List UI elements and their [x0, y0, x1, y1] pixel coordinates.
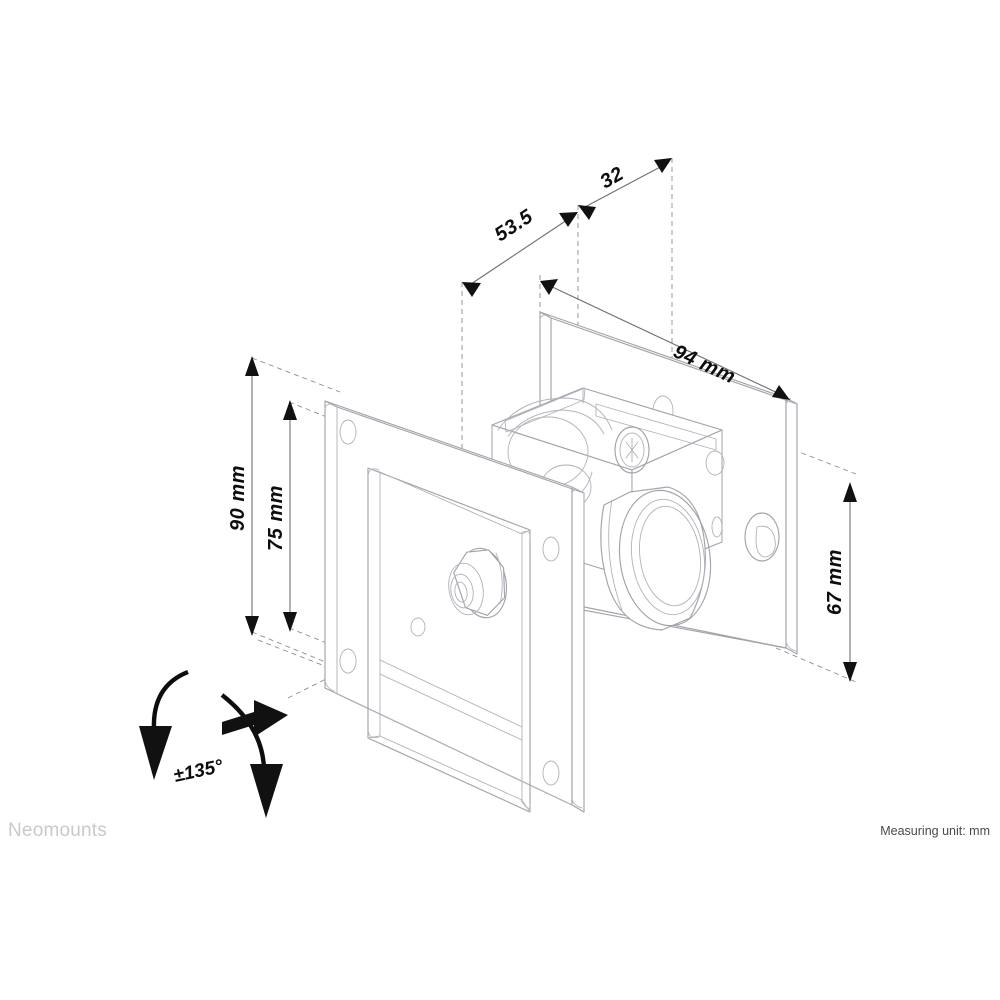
brand-logo: Neomounts: [8, 820, 107, 841]
vesa-hole-top-left: [339, 419, 357, 445]
bolt-flange-edge: [495, 552, 503, 605]
dim-75-arrow-top: [283, 400, 297, 420]
ext-line-67-bottom: [775, 647, 857, 683]
screw-head-inner: [619, 432, 645, 468]
wall-plate-corner-tl: [539, 314, 550, 321]
vesa-boss-corner-ties: [367, 467, 531, 813]
housing-rail-right: [595, 403, 717, 451]
dim-53-5-arrow-left: [462, 282, 481, 297]
screw-head-outline: [614, 426, 650, 474]
dim-67-arrow-bottom: [843, 662, 857, 682]
connecting-arm: [571, 486, 585, 561]
rotation-hub: [600, 486, 712, 631]
dim-75-label: 75 mm: [265, 485, 287, 551]
dim-32-label: 32: [597, 163, 628, 194]
vesa-hole-bottom-right: [542, 760, 560, 786]
hub-outer-rim: [618, 489, 712, 627]
rotation-curve-right: [220, 693, 267, 769]
dim-75-arrow-bottom: [283, 612, 297, 632]
vesa-corner-tl: [324, 403, 335, 410]
rotation-arrow-left-head: [139, 726, 172, 780]
housing-boss-lower: [711, 516, 723, 538]
arm-tie-top: [571, 486, 585, 494]
dim-53-5-label: 53.5: [491, 205, 538, 246]
hub-back-edge: [608, 499, 623, 611]
hub-face: [639, 505, 701, 607]
screw-cross-slot: [625, 437, 639, 463]
vesa-corner-br: [571, 798, 583, 809]
vesa-plate-inner-edge: [336, 406, 573, 806]
rotation-curve-left: [151, 669, 189, 731]
dim-53-5-line: [467, 215, 574, 287]
vesa-corner-bl: [324, 679, 335, 692]
wall-plate-corner-br: [785, 641, 797, 652]
rotation-arrow-right-head: [250, 764, 283, 818]
ext-line-90-bottom: [251, 631, 341, 669]
rotation-axis-arrow-shape: [222, 700, 288, 737]
vesa-plate-edge-right: [571, 486, 585, 813]
rotation-axis-arrow: [222, 700, 288, 737]
wall-plate-keyhole-outer: [744, 512, 780, 562]
dim-32-arrow-left: [578, 205, 596, 220]
housing-boss-upper: [705, 450, 725, 476]
dim-94-line: [545, 283, 785, 397]
dim-90-label: 90 mm: [227, 465, 249, 531]
wall-plate-keyhole-inner: [755, 525, 776, 558]
pivot-bolt-assembly: [448, 547, 508, 619]
dimension-53-5: 53.5: [462, 205, 578, 297]
vesa-boss-round-br: [520, 800, 531, 809]
measuring-unit-note: Measuring unit: mm: [880, 824, 990, 838]
rotation-label: ±135°: [172, 756, 225, 787]
dimension-90: 90 mm: [227, 356, 259, 636]
wall-plate-corner-tr: [785, 400, 797, 405]
vesa-boss-round-bl: [367, 729, 380, 739]
housing-yoke-arc-inner: [507, 409, 605, 437]
vesa-boss-rail-lower: [379, 659, 523, 728]
vesa-hole-top-right: [542, 536, 560, 562]
dim-32-line: [582, 163, 667, 209]
phillips-screw-icon: [614, 426, 650, 474]
dim-90-arrow-bottom: [245, 616, 259, 636]
bolt-bore-inner: [454, 581, 468, 603]
dim-90-arrow-top: [245, 356, 259, 376]
dimension-32: 32: [578, 158, 672, 220]
vesa-pin: [410, 617, 426, 637]
vesa-boss-round-tr: [520, 530, 531, 539]
ext-line-90-top: [251, 357, 341, 393]
dim-32-arrow-right: [654, 158, 672, 173]
vesa-plate: [324, 400, 585, 813]
dim-94-arrow-end: [772, 385, 790, 400]
rotation-annotation: ±135°: [139, 669, 288, 818]
bolt-washer: [448, 562, 484, 616]
hub-inner-rim: [630, 498, 706, 616]
mount-assembly-geometry: [324, 311, 798, 813]
vesa-hole-bottom-left: [339, 648, 357, 674]
dim-53-5-arrow-right: [559, 212, 578, 227]
bolt-bore-outer: [450, 573, 474, 609]
dimension-75: 75 mm: [265, 400, 297, 632]
dim-67-arrow-top: [843, 482, 857, 502]
dim-67-label: 67 mm: [824, 549, 846, 615]
dimension-67: 67 mm: [824, 482, 857, 682]
vesa-boss-rail-lower2: [379, 673, 523, 741]
housing-yoke-arc: [497, 397, 613, 431]
vesa-boss-round-tl: [367, 468, 380, 477]
dim-94-arrow-start: [540, 279, 558, 295]
housing-rail-front: [504, 387, 586, 433]
wall-plate-edge-right: [785, 397, 798, 655]
